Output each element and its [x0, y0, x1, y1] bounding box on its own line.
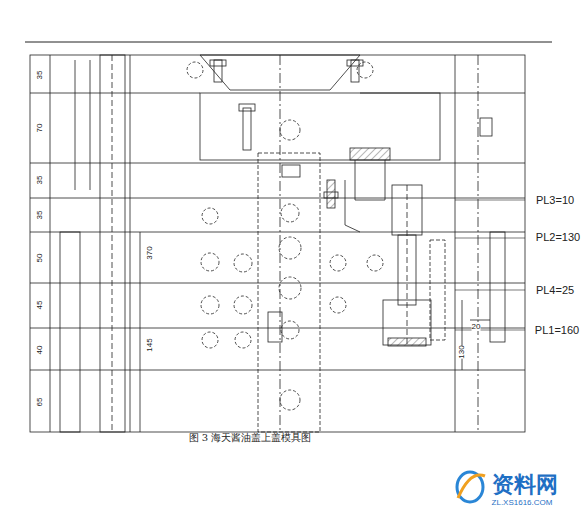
drawing-stroke: [478, 55, 479, 432]
drawing-stroke: [282, 165, 300, 177]
drawing-stroke: [30, 163, 525, 164]
drawing-stroke: [90, 60, 91, 190]
drawing-stroke: [201, 296, 219, 314]
dimension: 50: [36, 254, 44, 263]
drawing-stroke: [430, 240, 445, 340]
drawing-stroke: [30, 328, 525, 329]
drawing-stroke: [50, 55, 51, 432]
dimension: 370: [146, 246, 154, 259]
drawing-stroke: [350, 148, 390, 160]
drawing-stroke: [280, 55, 281, 432]
drawing-stroke: [279, 277, 301, 299]
drawing-stroke: [457, 472, 483, 502]
drawing-stroke: [407, 185, 408, 345]
drawing-stroke: [281, 321, 299, 339]
dimension: 35: [36, 176, 44, 185]
drawing-stroke: [100, 55, 125, 432]
watermark: 资料网: [492, 474, 558, 496]
dimension: 70: [36, 124, 44, 133]
drawing-stroke: [455, 55, 456, 432]
drawing-stroke: [281, 204, 299, 222]
drawing-stroke: [455, 200, 525, 330]
drawing-stroke: [243, 108, 251, 150]
drawing-stroke: [140, 232, 141, 432]
parting-line: PL1=160: [535, 325, 579, 336]
drawing-stroke: [480, 118, 492, 136]
drawing-stroke: [357, 62, 373, 78]
drawing-stroke: [330, 297, 346, 313]
drawing-stroke: [327, 180, 335, 208]
drawing-stroke: [25, 42, 552, 432]
dimension: 40: [36, 346, 44, 355]
drawing-stroke: [234, 296, 252, 314]
parting-line: PL4=25: [536, 285, 574, 296]
drawing-stroke: [239, 104, 255, 111]
drawing-stroke: [330, 255, 346, 271]
drawing-stroke: [112, 55, 113, 432]
figure-caption: 图 3 海天酱油盖上盖模具图: [189, 433, 312, 443]
drawing-stroke: [470, 320, 490, 321]
drawing-stroke: [130, 55, 131, 432]
drawing-stroke: [258, 153, 320, 432]
watermark-logo: [457, 472, 485, 502]
drawing-stroke: [201, 253, 219, 271]
dimension: 20: [472, 323, 481, 331]
drawing-stroke: [187, 62, 203, 78]
drawing-stroke: [324, 192, 338, 198]
drawing-stroke: [200, 93, 440, 160]
drawing-stroke: [75, 60, 76, 190]
drawing-stroke: [210, 60, 226, 66]
drawing-stroke: [392, 185, 422, 235]
drawing-stroke: [30, 370, 525, 371]
drawing-stroke: [462, 300, 463, 370]
drawing-stroke: [367, 255, 383, 271]
drawing-stroke: [235, 332, 251, 348]
drawing-stroke: [187, 62, 383, 410]
watermark: ZL.XS1616.COM: [492, 499, 553, 507]
drawing-stroke: [345, 180, 360, 232]
drawing-stroke: [202, 208, 218, 224]
drawing-stroke: [351, 60, 359, 82]
drawing-stroke: [30, 55, 525, 432]
drawing-stroke: [280, 120, 300, 140]
drawing-stroke: [355, 160, 385, 200]
drawing-stroke: [279, 237, 301, 259]
drawing-stroke: [268, 312, 282, 342]
drawing-stroke: [383, 300, 431, 345]
dimension: 65: [36, 398, 44, 407]
drawing-stroke: [25, 42, 552, 43]
drawing-stroke: [280, 390, 300, 410]
parting-line: PL3=10: [536, 195, 574, 206]
dimension: 130: [458, 345, 466, 358]
drawing-stroke: [30, 198, 525, 199]
drawing-stroke: [60, 232, 80, 432]
drawing-stroke: [388, 338, 426, 346]
dimension: 35: [36, 211, 44, 220]
dimension: 145: [146, 338, 154, 351]
drawing-stroke: [458, 475, 485, 498]
drawing-stroke: [30, 232, 525, 233]
parting-line: PL2=130: [536, 232, 580, 243]
drawing-stroke: [202, 332, 218, 348]
drawing-stroke: [214, 60, 222, 82]
drawing-stroke: [30, 93, 200, 94]
drawing-stroke: [490, 232, 505, 342]
drawing-stroke: [30, 283, 525, 284]
dimension: 45: [36, 301, 44, 310]
dimension: 35: [36, 71, 44, 80]
drawing-stroke: [234, 254, 252, 272]
